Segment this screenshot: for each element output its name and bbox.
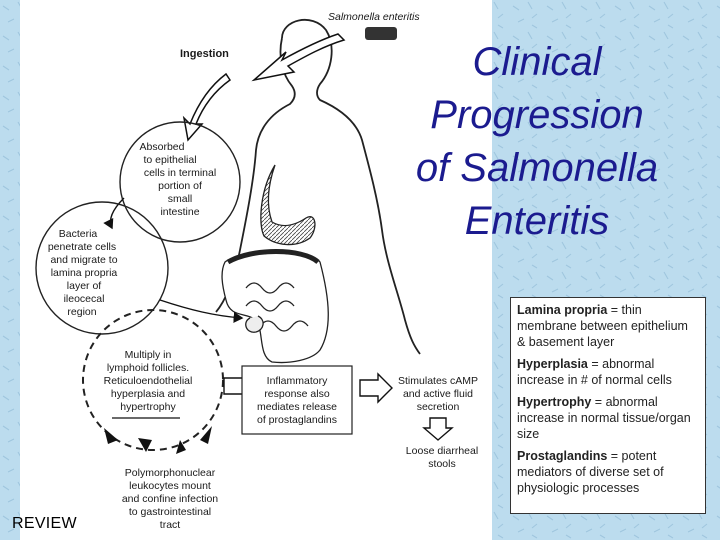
glossary-item: Lamina propria = thin membrane between e… [517,302,699,350]
svg-text:Stimulates cAMP: Stimulates cAMP [398,375,478,387]
svg-text:leukocytes mount: leukocytes mount [129,480,211,492]
svg-text:hypertrophy: hypertrophy [120,401,176,413]
multiply-circle [82,309,224,451]
glossary-term: Lamina propria [517,303,608,317]
figure-caption: Salmonella enteritis [328,11,420,23]
glossary-box: Lamina propria = thin membrane between e… [510,297,706,514]
glossary-definition: = potent mediators of diverse set of phy… [517,449,664,495]
glossary-item: Hypertrophy = abnormal increase in norma… [517,394,699,442]
svg-text:ileocecal: ileocecal [64,293,105,305]
svg-text:hyperplasia and: hyperplasia and [111,388,185,400]
svg-text:lymphoid follicles.: lymphoid follicles. [107,362,189,374]
glossary-definition: = thin membrane between epithelium & bas… [517,303,688,349]
arrow-bacteria-to-organs [159,299,244,323]
arrow-to-absorbed [182,72,232,142]
svg-text:of prostaglandins: of prostaglandins [257,414,337,426]
svg-text:Multiply in: Multiply in [125,349,172,361]
absorbed-text: Absorbed to epithelial cells in terminal… [140,141,217,218]
ingestion-label: Ingestion [180,48,229,60]
svg-text:to gastrointestinal: to gastrointestinal [129,506,211,518]
svg-text:intestine: intestine [160,206,199,218]
svg-text:Bacteria: Bacteria [59,228,98,240]
glossary-term: Prostaglandins [517,449,608,463]
svg-text:penetrate cells: penetrate cells [48,241,116,253]
svg-text:secretion: secretion [417,401,460,413]
title-line: Progression [430,93,644,137]
svg-text:Reticuloendothelial: Reticuloendothelial [104,375,193,387]
svg-text:and active fluid: and active fluid [403,388,473,400]
slide-title: Clinical Progression of Salmonella Enter… [392,36,682,248]
bacteria-text: Bacteria penetrate cells and migrate to … [48,228,118,318]
arrow-to-bacteria [103,197,125,230]
svg-text:tract: tract [160,519,181,531]
svg-text:Inflammatory: Inflammatory [267,375,328,387]
arrow-to-stools [422,417,454,441]
svg-text:Absorbed: Absorbed [140,141,185,153]
svg-text:response also: response also [264,388,330,400]
glossary-item: Hyperplasia = abnormal increase in # of … [517,356,699,388]
salmonella-diagram: Salmonella enteritis Ingestion Absorbed … [20,0,492,540]
svg-text:region: region [67,306,96,318]
digestive-organs [221,164,329,364]
arrow-to-camp [359,372,393,404]
svg-text:lamina propria: lamina propria [51,267,118,279]
svg-text:layer of: layer of [67,280,102,292]
glossary-term: Hypertrophy [517,395,592,409]
camp-text: Stimulates cAMP and active fluid secreti… [398,375,478,413]
title-line: Enteritis [464,199,610,243]
ingestion-arrow-big [251,33,346,82]
pmn-text: Polymorphonuclear leukocytes mount and c… [122,467,218,531]
absorbed-circle [119,121,241,243]
publisher-badge [365,27,397,40]
svg-text:small: small [168,193,193,205]
glossary-definition: = abnormal increase in # of normal cells [517,357,672,387]
svg-text:mediates release: mediates release [257,401,337,413]
stools-text: Loose diarrheal stools [406,445,478,470]
inward-arrows [104,426,212,454]
review-label: REVIEW [12,515,77,532]
bacteria-circle [35,201,169,335]
svg-text:and migrate to: and migrate to [50,254,117,266]
svg-text:stools: stools [428,458,455,470]
glossary-term: Hyperplasia [517,357,588,371]
svg-text:and confine infection: and confine infection [122,493,218,505]
title-line: of Salmonella [415,146,659,190]
glossary-definition: = abnormal increase in normal tissue/org… [517,395,691,441]
svg-text:portion of: portion of [158,180,202,192]
svg-text:Loose diarrheal: Loose diarrheal [406,445,478,457]
inflammatory-box [241,365,353,435]
glossary-item: Prostaglandins = potent mediators of div… [517,448,699,496]
inflammatory-text: Inflammatory response also mediates rele… [257,375,337,426]
multiply-text: Multiply in lymphoid follicles. Reticulo… [104,349,193,413]
svg-text:cells in terminal: cells in terminal [144,167,216,179]
svg-text:to epithelial: to epithelial [143,154,196,166]
title-line: Clinical [472,40,602,84]
svg-text:Polymorphonuclear: Polymorphonuclear [125,467,216,479]
